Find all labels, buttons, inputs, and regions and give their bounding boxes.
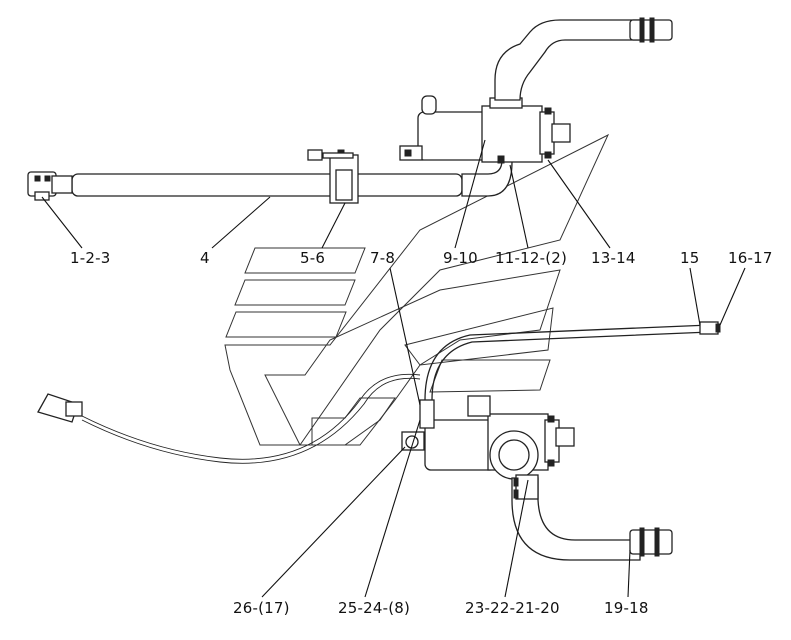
sensor-cable <box>37 373 421 464</box>
callout-15: 15 <box>680 249 700 267</box>
callout-25-24-8: 25-24-(8) <box>338 599 410 617</box>
callout-labels: 1-2-3 4 5-6 7-8 9-10 11-12-(2) 13-14 15 … <box>70 249 773 617</box>
lower-outlet-pipe <box>511 474 673 561</box>
callout-26-17: 26-(17) <box>233 599 290 617</box>
callout-16-17: 16-17 <box>728 249 773 267</box>
callout-9-10: 9-10 <box>443 249 478 267</box>
line-15 <box>424 321 721 401</box>
callout-1-2-3: 1-2-3 <box>70 249 110 267</box>
callout-13-14: 13-14 <box>591 249 636 267</box>
clamp-bracket <box>307 149 359 204</box>
upper-outlet-pipe <box>494 17 673 101</box>
callout-4: 4 <box>200 249 210 267</box>
lower-pump <box>401 395 575 480</box>
callout-11-12-2: 11-12-(2) <box>495 249 567 267</box>
callout-7-8: 7-8 <box>370 249 395 267</box>
callout-23-22-21-20: 23-22-21-20 <box>465 599 560 617</box>
callout-19-18: 19-18 <box>604 599 649 617</box>
upper-hose-assembly <box>27 155 513 201</box>
callout-5-6: 5-6 <box>300 249 325 267</box>
leader-lines <box>41 139 746 598</box>
upper-pump <box>399 95 571 164</box>
